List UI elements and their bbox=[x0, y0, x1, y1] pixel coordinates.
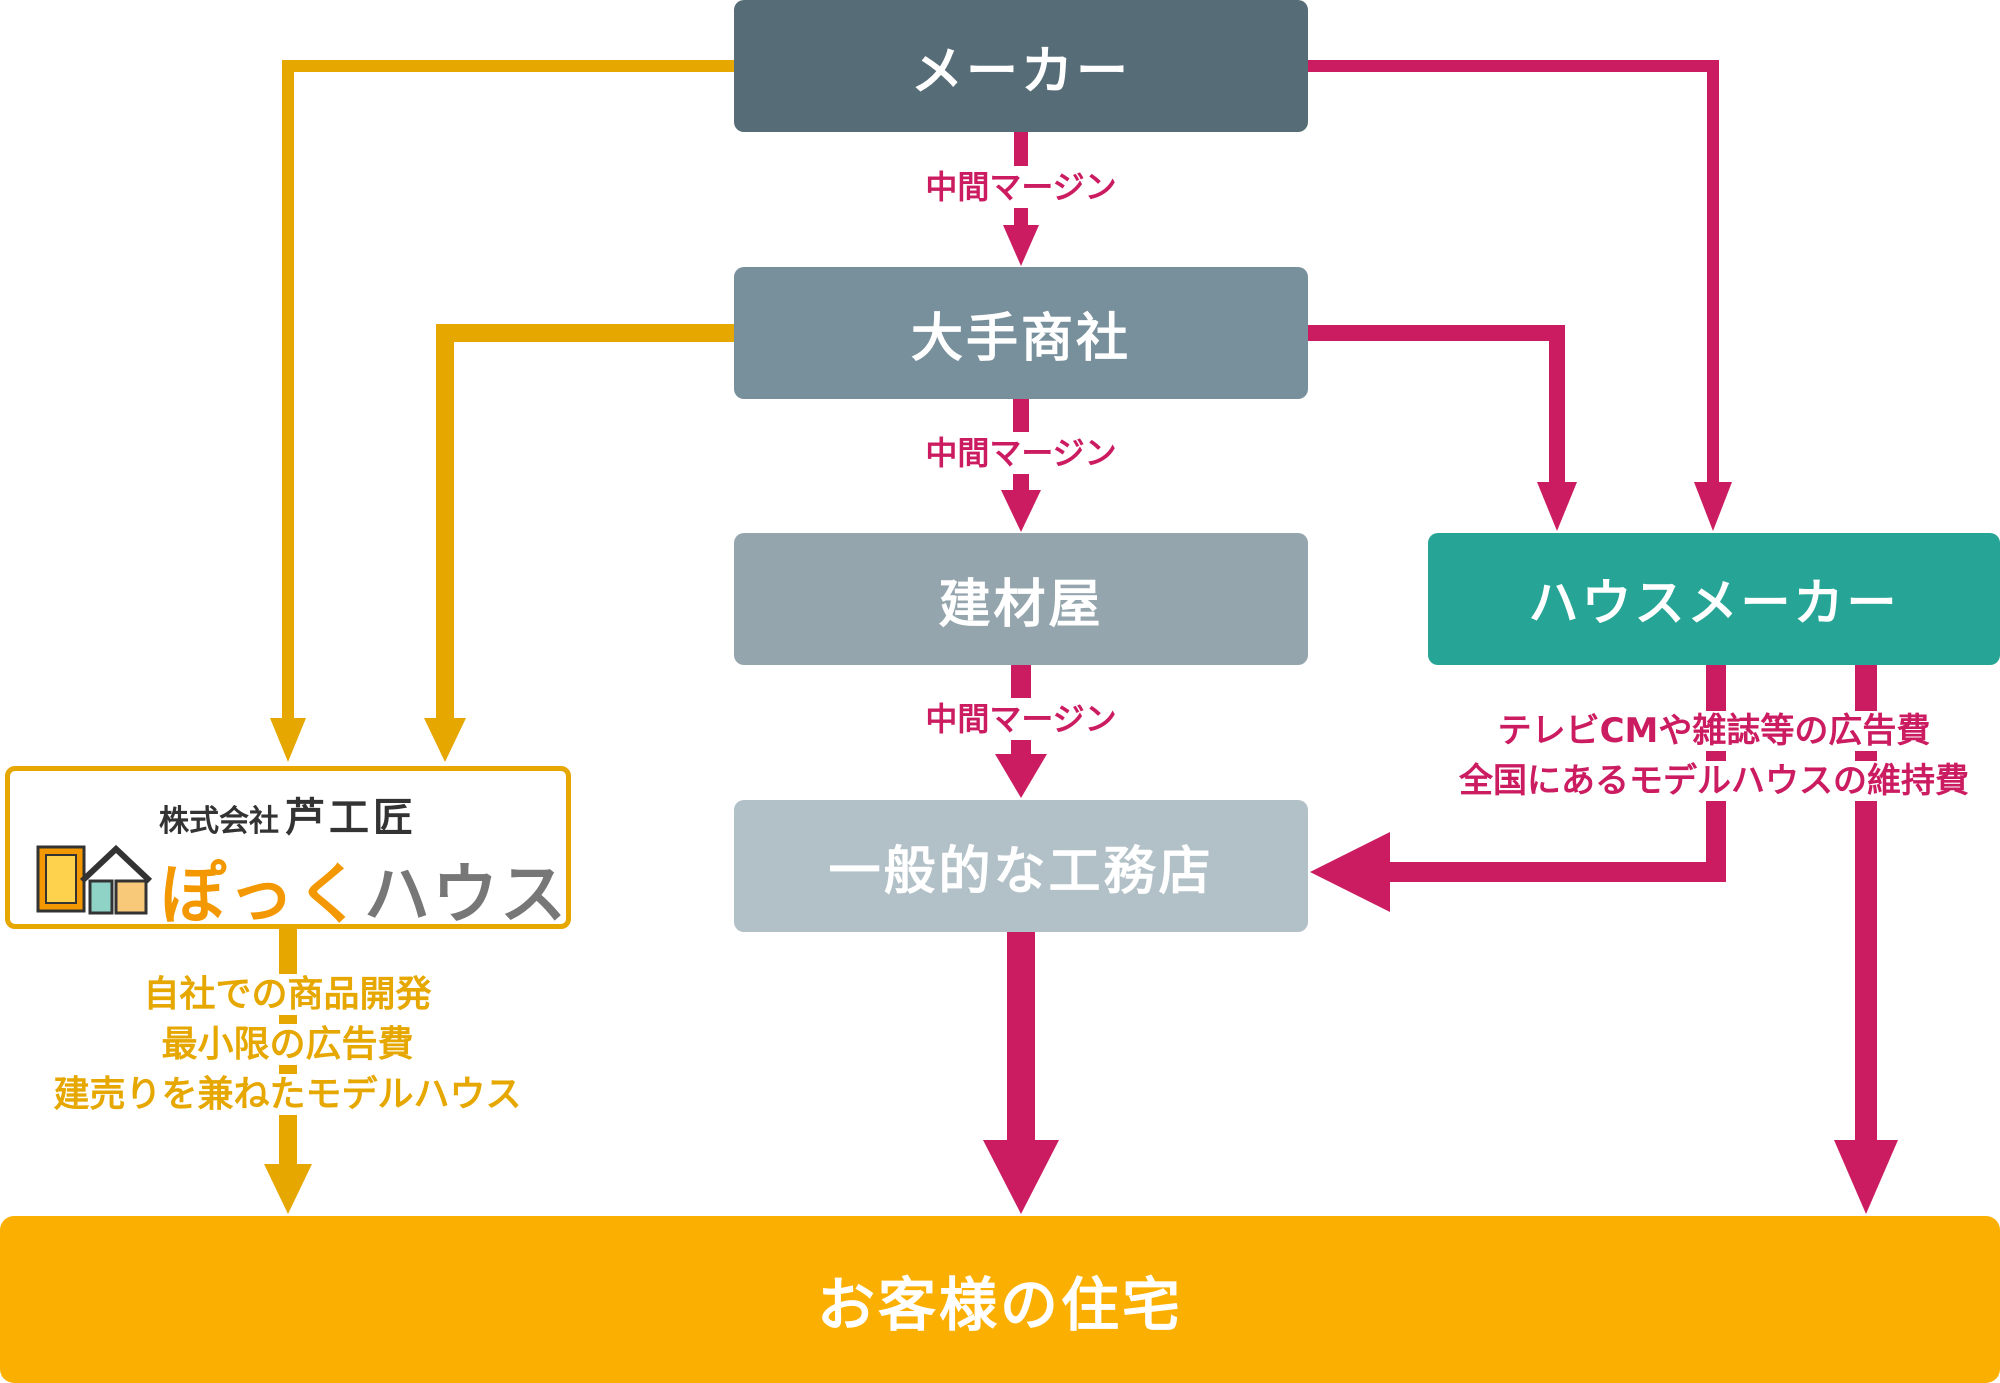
gold-line-trading-to-company bbox=[436, 324, 734, 735]
company-name-line: 株式会社芦工匠 bbox=[10, 785, 566, 843]
house-maker-cost-notes: テレビCMや雑誌等の広告費 全国にあるモデルハウスの維持費 bbox=[1428, 706, 2000, 806]
customer-home-node: お客様の住宅 bbox=[0, 1216, 2000, 1383]
brand-name-part-2: ハウス bbox=[364, 856, 568, 933]
house-maker-note-2: 全国にあるモデルハウスの維持費 bbox=[1455, 761, 1973, 801]
pink-arrowhead-maker-to-housemaker bbox=[1694, 482, 1732, 531]
company-logo-box: 株式会社芦工匠 ぽっくハウス bbox=[5, 766, 571, 933]
gold-arrowhead-maker-to-company bbox=[270, 718, 306, 762]
pink-line-trading-to-housemaker bbox=[1308, 325, 1565, 495]
company-name: 芦工匠 bbox=[285, 795, 417, 841]
trading-company-node: 大手商社 bbox=[734, 267, 1308, 399]
company-note-3: 建売りを兼ねたモデルハウス bbox=[49, 1074, 526, 1115]
gold-line-maker-to-company bbox=[282, 60, 734, 735]
pink-line-maker-to-housemaker bbox=[1308, 60, 1719, 495]
margin-label-2: 中間マージン bbox=[900, 432, 1142, 474]
maker-node: メーカー bbox=[734, 0, 1308, 132]
pink-arrowhead-builder-to-customer bbox=[983, 1140, 1059, 1214]
house-maker-node: ハウスメーカー bbox=[1428, 533, 2000, 665]
pok-house-logo-icon bbox=[36, 844, 152, 915]
pink-arrowhead-lumber-to-builder bbox=[995, 754, 1047, 798]
brand-name: ぽっくハウス bbox=[160, 841, 568, 937]
pink-arrowhead-trading-to-lumber bbox=[1001, 490, 1041, 532]
pink-arrowhead-housemaker-to-customer bbox=[1834, 1140, 1898, 1214]
gold-arrowhead-trading-to-company bbox=[424, 718, 466, 762]
company-note-2: 最小限の広告費 bbox=[157, 1024, 418, 1065]
brand-name-part-1: ぽっく bbox=[160, 856, 364, 933]
gold-arrowhead-company-to-customer bbox=[264, 1164, 312, 1214]
lumber-dealer-node: 建材屋 bbox=[734, 533, 1308, 665]
pink-arrowhead-housemaker-to-builder bbox=[1310, 832, 1390, 912]
pink-arrowhead-maker-to-trading bbox=[1003, 225, 1039, 266]
margin-label-3: 中間マージン bbox=[900, 698, 1142, 740]
pink-arrowhead-trading-to-housemaker bbox=[1537, 482, 1577, 531]
margin-label-1: 中間マージン bbox=[900, 166, 1142, 208]
general-builder-node: 一般的な工務店 bbox=[734, 800, 1308, 932]
company-strength-notes: 自社での商品開発 最小限の広告費 建売りを兼ねたモデルハウス bbox=[0, 970, 575, 1120]
house-maker-note-1: テレビCMや雑誌等の広告費 bbox=[1493, 711, 1935, 751]
company-prefix: 株式会社 bbox=[159, 804, 279, 839]
company-note-1: 自社での商品開発 bbox=[139, 974, 436, 1015]
